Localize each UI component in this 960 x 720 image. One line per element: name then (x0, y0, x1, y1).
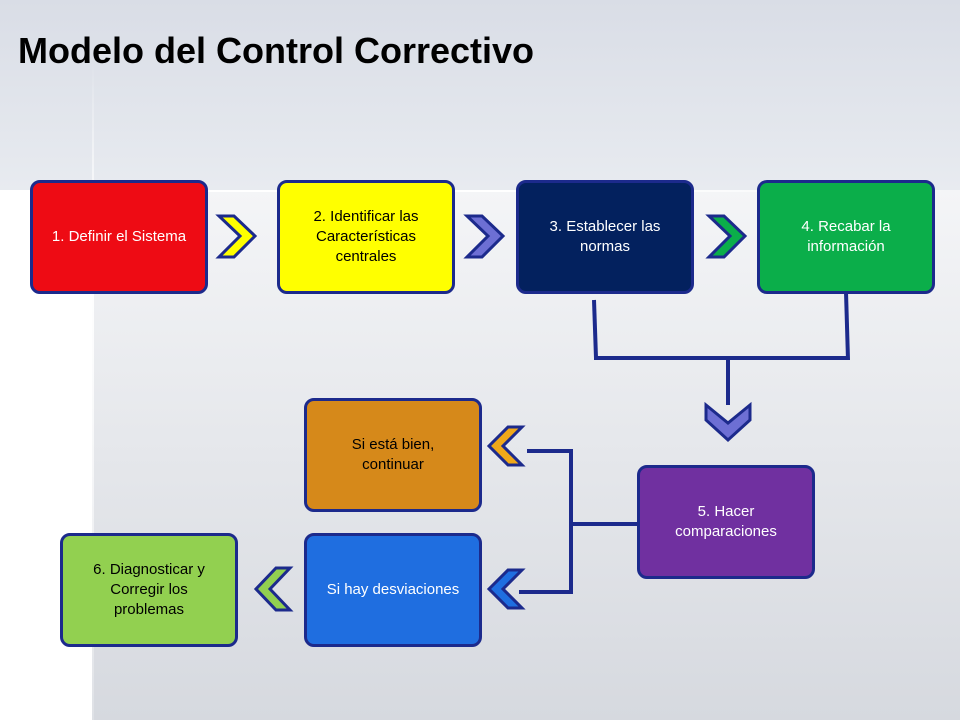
chevron-left-icon (486, 568, 526, 610)
step-2-identify-characteristics: 2. Identificar las Características centr… (277, 180, 455, 294)
outcome-deviations-label: Si hay desviaciones (326, 581, 460, 598)
step-6-diagnose-correct: 6. Diagnosticar y Corregir los problemas (60, 533, 238, 647)
outcome-ok-continue: Si está bien, continuar (304, 398, 482, 512)
chevron-left-icon (253, 566, 294, 612)
step-1-label: 1. Definir el Sistema (51, 228, 187, 245)
branch-connector (519, 449, 637, 594)
decorative-horizontal-line (0, 190, 960, 192)
chevron-right-icon (463, 214, 506, 259)
step-4-collect-information: 4. Recabar la información (757, 180, 935, 294)
step-6-label: 6. Diagnosticar y Corregir los problemas (93, 561, 205, 618)
step-5-make-comparisons: 5. Hacer comparaciones (637, 465, 815, 579)
header-background (0, 0, 960, 190)
outcome-ok-label: Si está bien, continuar (351, 436, 435, 473)
step-5-label: 5. Hacer comparaciones (675, 503, 777, 540)
step-1-define-system: 1. Definir el Sistema (30, 180, 208, 294)
outcome-deviations: Si hay desviaciones (304, 533, 482, 647)
slide-title: Modelo del Control Correctivo (18, 30, 535, 71)
step-3-establish-norms: 3. Establecer las normas (516, 180, 694, 294)
chevron-right-icon (215, 214, 258, 259)
merge-connector (592, 291, 850, 405)
decorative-vertical-line (92, 60, 94, 720)
step-2-label: 2. Identificar las Características centr… (313, 208, 419, 265)
step-3-label: 3. Establecer las normas (549, 218, 661, 255)
chevron-left-icon (486, 425, 526, 467)
step-4-label: 4. Recabar la información (801, 218, 891, 255)
chevron-down-icon (704, 401, 752, 443)
chevron-right-icon (705, 214, 748, 259)
